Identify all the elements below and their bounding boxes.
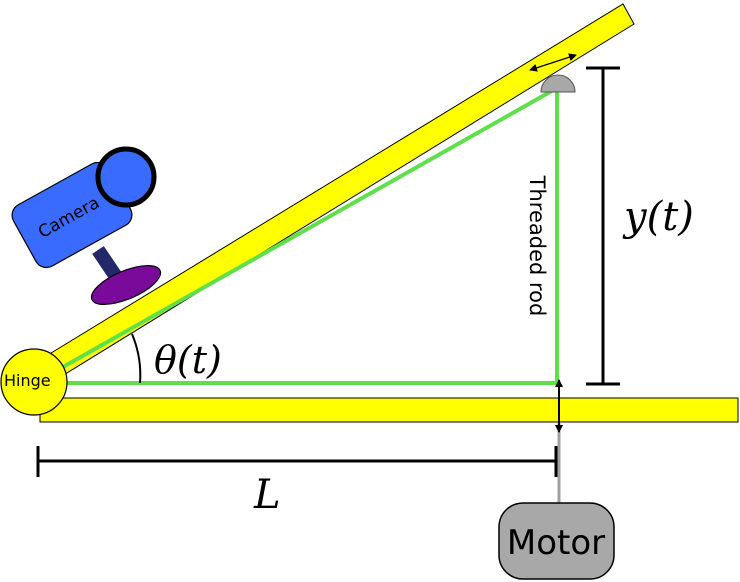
hinge-label: Hinge	[4, 371, 51, 390]
camera-mount-icon	[90, 265, 162, 305]
hinge-icon	[0, 348, 68, 416]
camera-lens-icon	[95, 146, 157, 208]
motor-label: Motor	[507, 523, 605, 563]
motor-icon	[498, 502, 615, 580]
camera-assembly: Camera	[11, 146, 162, 305]
hypotenuse-line	[39, 86, 558, 382]
y-label: y(t)	[622, 194, 694, 240]
L-label: L	[253, 472, 281, 518]
slide-arrow	[529, 53, 577, 72]
theta-label: θ(t)	[154, 338, 222, 382]
threaded-rod-label: Threaded rod	[525, 175, 549, 317]
base-plank	[39, 397, 739, 423]
rod-pivot	[540, 74, 576, 93]
theta-arc	[131, 333, 142, 384]
